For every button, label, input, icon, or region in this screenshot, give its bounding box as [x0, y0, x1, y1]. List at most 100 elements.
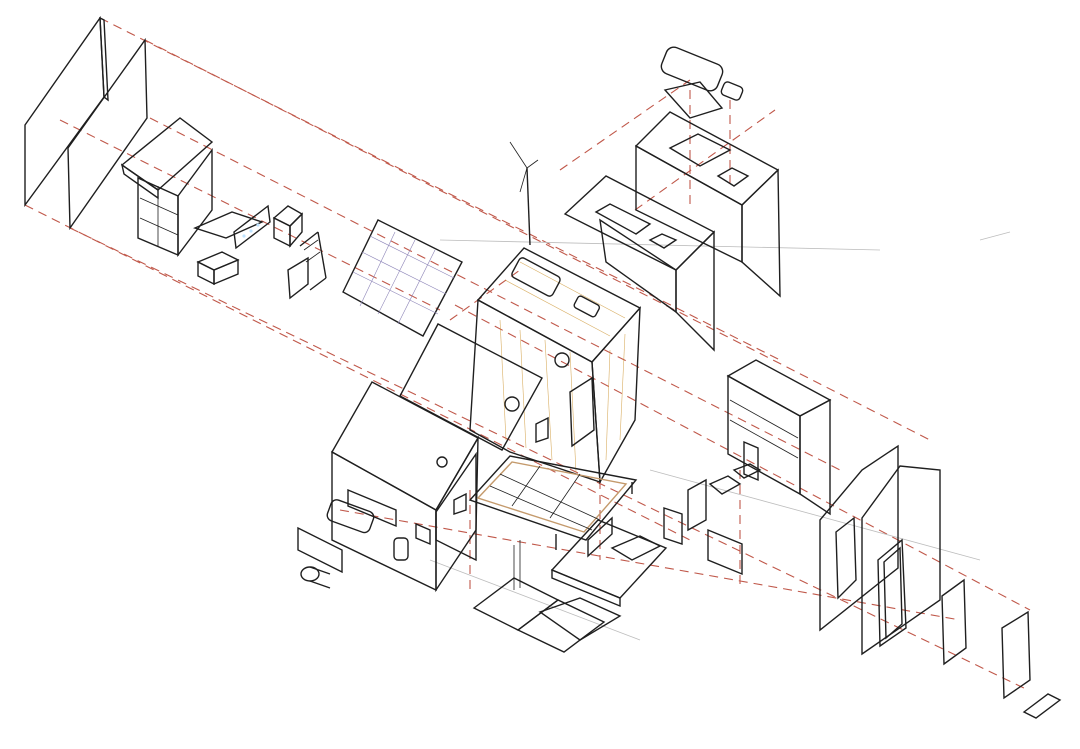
cabinet-block — [707, 528, 743, 576]
grain-line — [504, 279, 611, 337]
left-insulation-layer — [67, 37, 148, 231]
cabinet-block — [663, 507, 683, 545]
seat-front — [297, 526, 343, 574]
skylight-cutout — [648, 233, 678, 249]
grid-line — [359, 231, 396, 307]
sofa-back — [587, 516, 613, 558]
side-window — [415, 522, 431, 546]
bench-front — [197, 260, 215, 286]
shelf-divider — [139, 197, 179, 216]
ladder-rail — [317, 231, 327, 279]
upper-yellow-insulation-layer — [563, 175, 716, 352]
insulation-face — [67, 37, 148, 231]
ladder-rail — [309, 277, 327, 291]
skylight-cutout — [594, 203, 652, 235]
step — [1022, 693, 1062, 719]
floor-frame — [468, 455, 638, 550]
sofa-platform — [550, 516, 668, 608]
side-window — [569, 376, 595, 448]
guide-line — [634, 109, 776, 211]
bench-top — [196, 251, 240, 271]
shelf-front — [177, 147, 213, 258]
indicator-light — [256, 223, 260, 227]
frame-outline — [468, 455, 638, 541]
grid-line — [361, 251, 447, 295]
sofa-block — [610, 535, 662, 561]
frame-joist — [511, 465, 541, 507]
guide-line — [449, 269, 521, 321]
seat-cushion — [326, 499, 375, 534]
wall-face — [861, 465, 941, 656]
left-gable-end-wall — [24, 15, 109, 208]
guide-line — [24, 204, 691, 541]
guide-line — [59, 119, 441, 311]
indicator-light — [249, 229, 253, 233]
shelf — [729, 399, 799, 439]
grid-line — [369, 235, 455, 279]
skylight-opening — [716, 167, 750, 187]
insulation-face — [819, 444, 899, 632]
core-front — [469, 298, 601, 483]
cabinet-block — [687, 478, 707, 532]
kitchen-cabinet — [726, 359, 832, 516]
tank-body — [309, 566, 331, 575]
mattress-edge — [120, 163, 159, 200]
bench-seat — [297, 526, 343, 574]
ladder-rung — [303, 239, 319, 251]
shelf-divider — [139, 217, 179, 236]
grain-line — [544, 339, 553, 461]
sink — [732, 463, 762, 479]
window-cutout — [835, 516, 857, 600]
guide-line — [144, 39, 931, 441]
right-insulation-layer — [819, 444, 899, 632]
construction-line — [429, 559, 641, 641]
core-side — [591, 306, 641, 485]
insulation-roof — [563, 175, 716, 271]
module-front — [635, 144, 743, 264]
side-door-panel — [941, 578, 967, 666]
roof-skylight-cushions — [660, 46, 744, 119]
door-opening — [883, 546, 903, 640]
insulation-face — [435, 451, 477, 562]
core-roof — [476, 247, 642, 363]
ladder-rung — [305, 251, 321, 263]
doorstep — [1022, 693, 1062, 719]
window-cutout — [453, 492, 467, 515]
panel-surface — [342, 219, 463, 337]
grain-line — [619, 333, 626, 441]
wall-edge — [99, 16, 109, 102]
porthole-window — [436, 456, 448, 468]
wood-grain — [499, 261, 626, 473]
construction-line — [649, 469, 981, 561]
turbine-mast — [526, 167, 531, 246]
window-opening — [347, 488, 397, 528]
toilet — [708, 475, 742, 495]
wind-turbine — [509, 141, 539, 246]
skylight-opening — [668, 133, 732, 167]
grain-line — [499, 319, 507, 441]
door-leaf — [941, 578, 967, 666]
grain-line — [519, 261, 626, 319]
module-side — [741, 168, 781, 298]
mattress — [120, 117, 214, 191]
heater-side — [289, 212, 303, 248]
ladder-rail — [299, 231, 319, 247]
appliance — [743, 440, 759, 482]
small-window — [535, 416, 549, 443]
tank-body — [309, 580, 331, 589]
door-leaf — [1001, 610, 1031, 700]
panel-grid — [352, 231, 455, 325]
desk-top — [193, 211, 264, 239]
grain-line — [569, 351, 577, 473]
grid-line — [352, 271, 439, 315]
loft-bed-bookshelf — [120, 117, 214, 258]
guide-line — [454, 304, 1031, 611]
heater-top — [272, 205, 304, 227]
grain-line — [519, 329, 527, 449]
porthole-window — [554, 352, 570, 368]
indicator-light — [242, 234, 246, 238]
frame-joist — [549, 473, 581, 519]
insulation-wall — [675, 230, 715, 352]
skylight-opening — [573, 295, 601, 318]
